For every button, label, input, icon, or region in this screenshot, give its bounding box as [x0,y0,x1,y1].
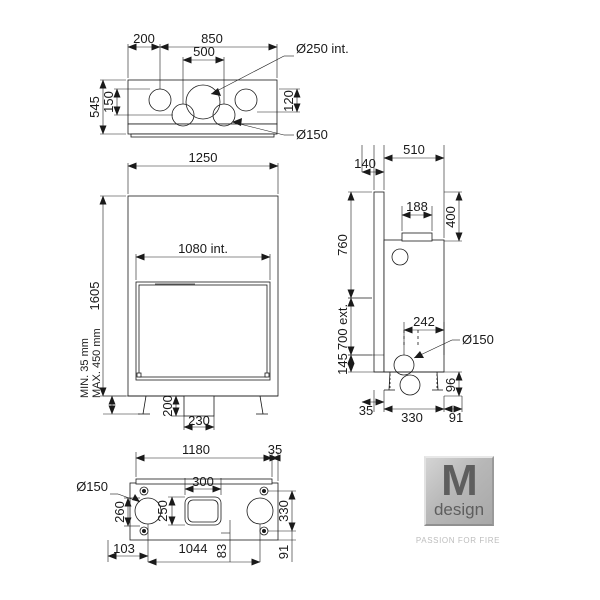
dim-label-242: 242 [413,314,435,329]
top-view-dimension-lines [99,43,301,136]
dim-label-1044: 1044 [179,541,208,556]
front-view-dimension-lines [99,162,279,431]
logo-mark: M [441,456,478,505]
dim-label-850: 850 [201,31,223,46]
dim-label-200-top: 200 [133,31,155,46]
dimension-labels: 200 850 500 545 150 120 Ø250 int. Ø150 1… [76,31,494,559]
dim-label-250: 250 [155,500,170,522]
dim-label-1605: 1605 [87,282,102,311]
callout-d150-side: Ø150 [462,332,494,347]
dim-label-300: 300 [192,474,214,489]
dim-label-83: 83 [214,544,229,558]
dim-label-140: 140 [354,156,376,171]
logo-wordmark: design [433,500,485,519]
dim-label-35-bottom: 35 [268,442,282,457]
m-design-logo: M design PASSION FOR FIRE [398,448,518,566]
dim-label-96: 96 [443,378,458,392]
dim-label-700ext: 700 ext. [335,304,350,350]
dim-label-760: 760 [335,234,350,256]
dim-label-35-side: 35 [359,403,373,418]
logo-tile [424,456,494,526]
logo-tagline: PASSION FOR FIRE [415,536,501,545]
dim-label-545: 545 [87,96,102,118]
front-view-geometry [127,195,279,417]
callout-d250: Ø250 int. [296,41,349,56]
dim-label-145: 145 [335,353,350,375]
dim-label-1080: 1080 int. [178,241,228,256]
dim-label-1180: 1180 [182,442,210,457]
dim-label-400: 400 [443,206,458,228]
side-view-geometry [373,191,445,396]
bottom-view-dimension-lines [107,452,296,566]
dim-label-120: 120 [281,90,296,112]
dim-label-150: 150 [101,91,116,113]
dim-label-500: 500 [193,44,215,59]
dim-label-188: 188 [406,199,428,214]
dim-label-91-side: 91 [449,410,463,425]
dim-label-510: 510 [403,142,425,157]
callout-d150-top: Ø150 [296,127,328,142]
dim-label-200-front: 200 [160,395,175,417]
note-min-35mm: MIN. 35 mm [79,338,91,398]
dim-label-330-bottom: 330 [276,500,291,522]
dim-label-230: 230 [188,413,210,428]
side-view-dimension-lines [347,145,463,413]
dim-label-91-bottom: 91 [276,545,291,559]
note-max-450mm: MAX. 450 mm [91,328,103,398]
callout-d150-bottom: Ø150 [76,479,108,494]
dim-label-260: 260 [112,501,127,523]
dim-label-103: 103 [113,541,135,556]
dim-label-1250: 1250 [189,150,218,165]
dim-label-330-side: 330 [401,410,423,425]
top-view-geometry [127,79,278,138]
